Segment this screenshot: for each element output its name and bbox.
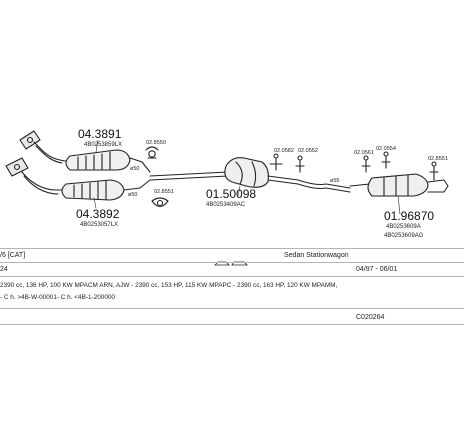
body-type: Sedan Stationwagon [284, 252, 349, 259]
middle-silencer [224, 157, 269, 188]
fitting-clamp-2-label: 02.8551 [154, 189, 174, 195]
table-rule-5 [0, 324, 464, 325]
table-rule-3 [0, 276, 464, 277]
catalytic-converter-top [65, 149, 131, 171]
vehicle-variant: /6 [CAT] [0, 252, 26, 259]
oe-number-middle-silencer: 4B0253409AC [206, 202, 246, 208]
hanger-1-icon [269, 153, 283, 171]
part-number-rear-silencer: 01.96870 [384, 209, 434, 223]
hanger-5-icon [429, 161, 439, 181]
table-rule-4 [0, 308, 464, 309]
hanger-4-icon [381, 151, 391, 169]
oe-number-cat-bottom: 4B0253057LX [80, 222, 118, 228]
front-pipe [149, 171, 229, 177]
oe-number-cat-top: 4B0253859LX [84, 142, 122, 148]
part-number-cat-top: 04.3891 [78, 127, 122, 141]
catalytic-converter-bottom [61, 179, 125, 201]
table-rule-1 [0, 248, 464, 249]
pipe-cat-top-out [129, 157, 151, 173]
chassis-range: - C h. >4B-W-00001- C h. <4B-1-200000 [0, 294, 115, 301]
rear-silencer [349, 173, 449, 197]
fitting-hanger-2-label: 02.0552 [298, 148, 318, 154]
fitting-hanger-3-label: 02.0561 [354, 150, 374, 156]
body-type-icon [214, 253, 248, 266]
middle-pipe [267, 175, 351, 189]
downpipe-top [33, 141, 71, 163]
fitting-hanger-5-label: 02.8551 [428, 156, 448, 162]
hanger-2-icon [295, 155, 305, 173]
oe-number-rear-silencer-2: 4B0253609AG [384, 233, 424, 239]
engine-details: 2390 cc, 136 HP, 100 KW MPACM ARN, AJW -… [0, 282, 338, 289]
oe-number-rear-silencer-1: 4B0253609A [386, 224, 421, 230]
fitting-hanger-1-label: 02.0582 [274, 148, 294, 154]
fitting-hanger-4-label: 02.0554 [376, 146, 396, 152]
model-code: 24 [0, 266, 8, 273]
pipe-diameter-2: ø50 [128, 192, 137, 198]
part-number-cat-bottom: 04.3892 [76, 207, 120, 221]
pipe-diameter-3: ø55 [330, 178, 339, 184]
downpipe-bottom [21, 171, 67, 191]
hanger-3-icon [361, 155, 371, 173]
pipe-cat-bottom-out [123, 179, 151, 191]
system-code: C020264 [356, 314, 385, 321]
pipe-diameter-1: ø50 [130, 166, 139, 172]
part-number-middle-silencer: 01.50098 [206, 187, 256, 201]
production-dates: 04/97 - 06/01 [356, 266, 398, 273]
clamp-bottom-icon [151, 197, 169, 208]
clamp-top-icon [145, 146, 159, 159]
manifold-flange-bottom [5, 157, 29, 177]
manifold-flange-top [19, 130, 41, 150]
exhaust-system-diagram: 04.3891 4B0253859LX 04.3892 4B0253057LX … [5, 127, 449, 239]
fitting-clamp-1-label: 02.8550 [146, 140, 166, 146]
table-rule-2 [0, 262, 464, 263]
